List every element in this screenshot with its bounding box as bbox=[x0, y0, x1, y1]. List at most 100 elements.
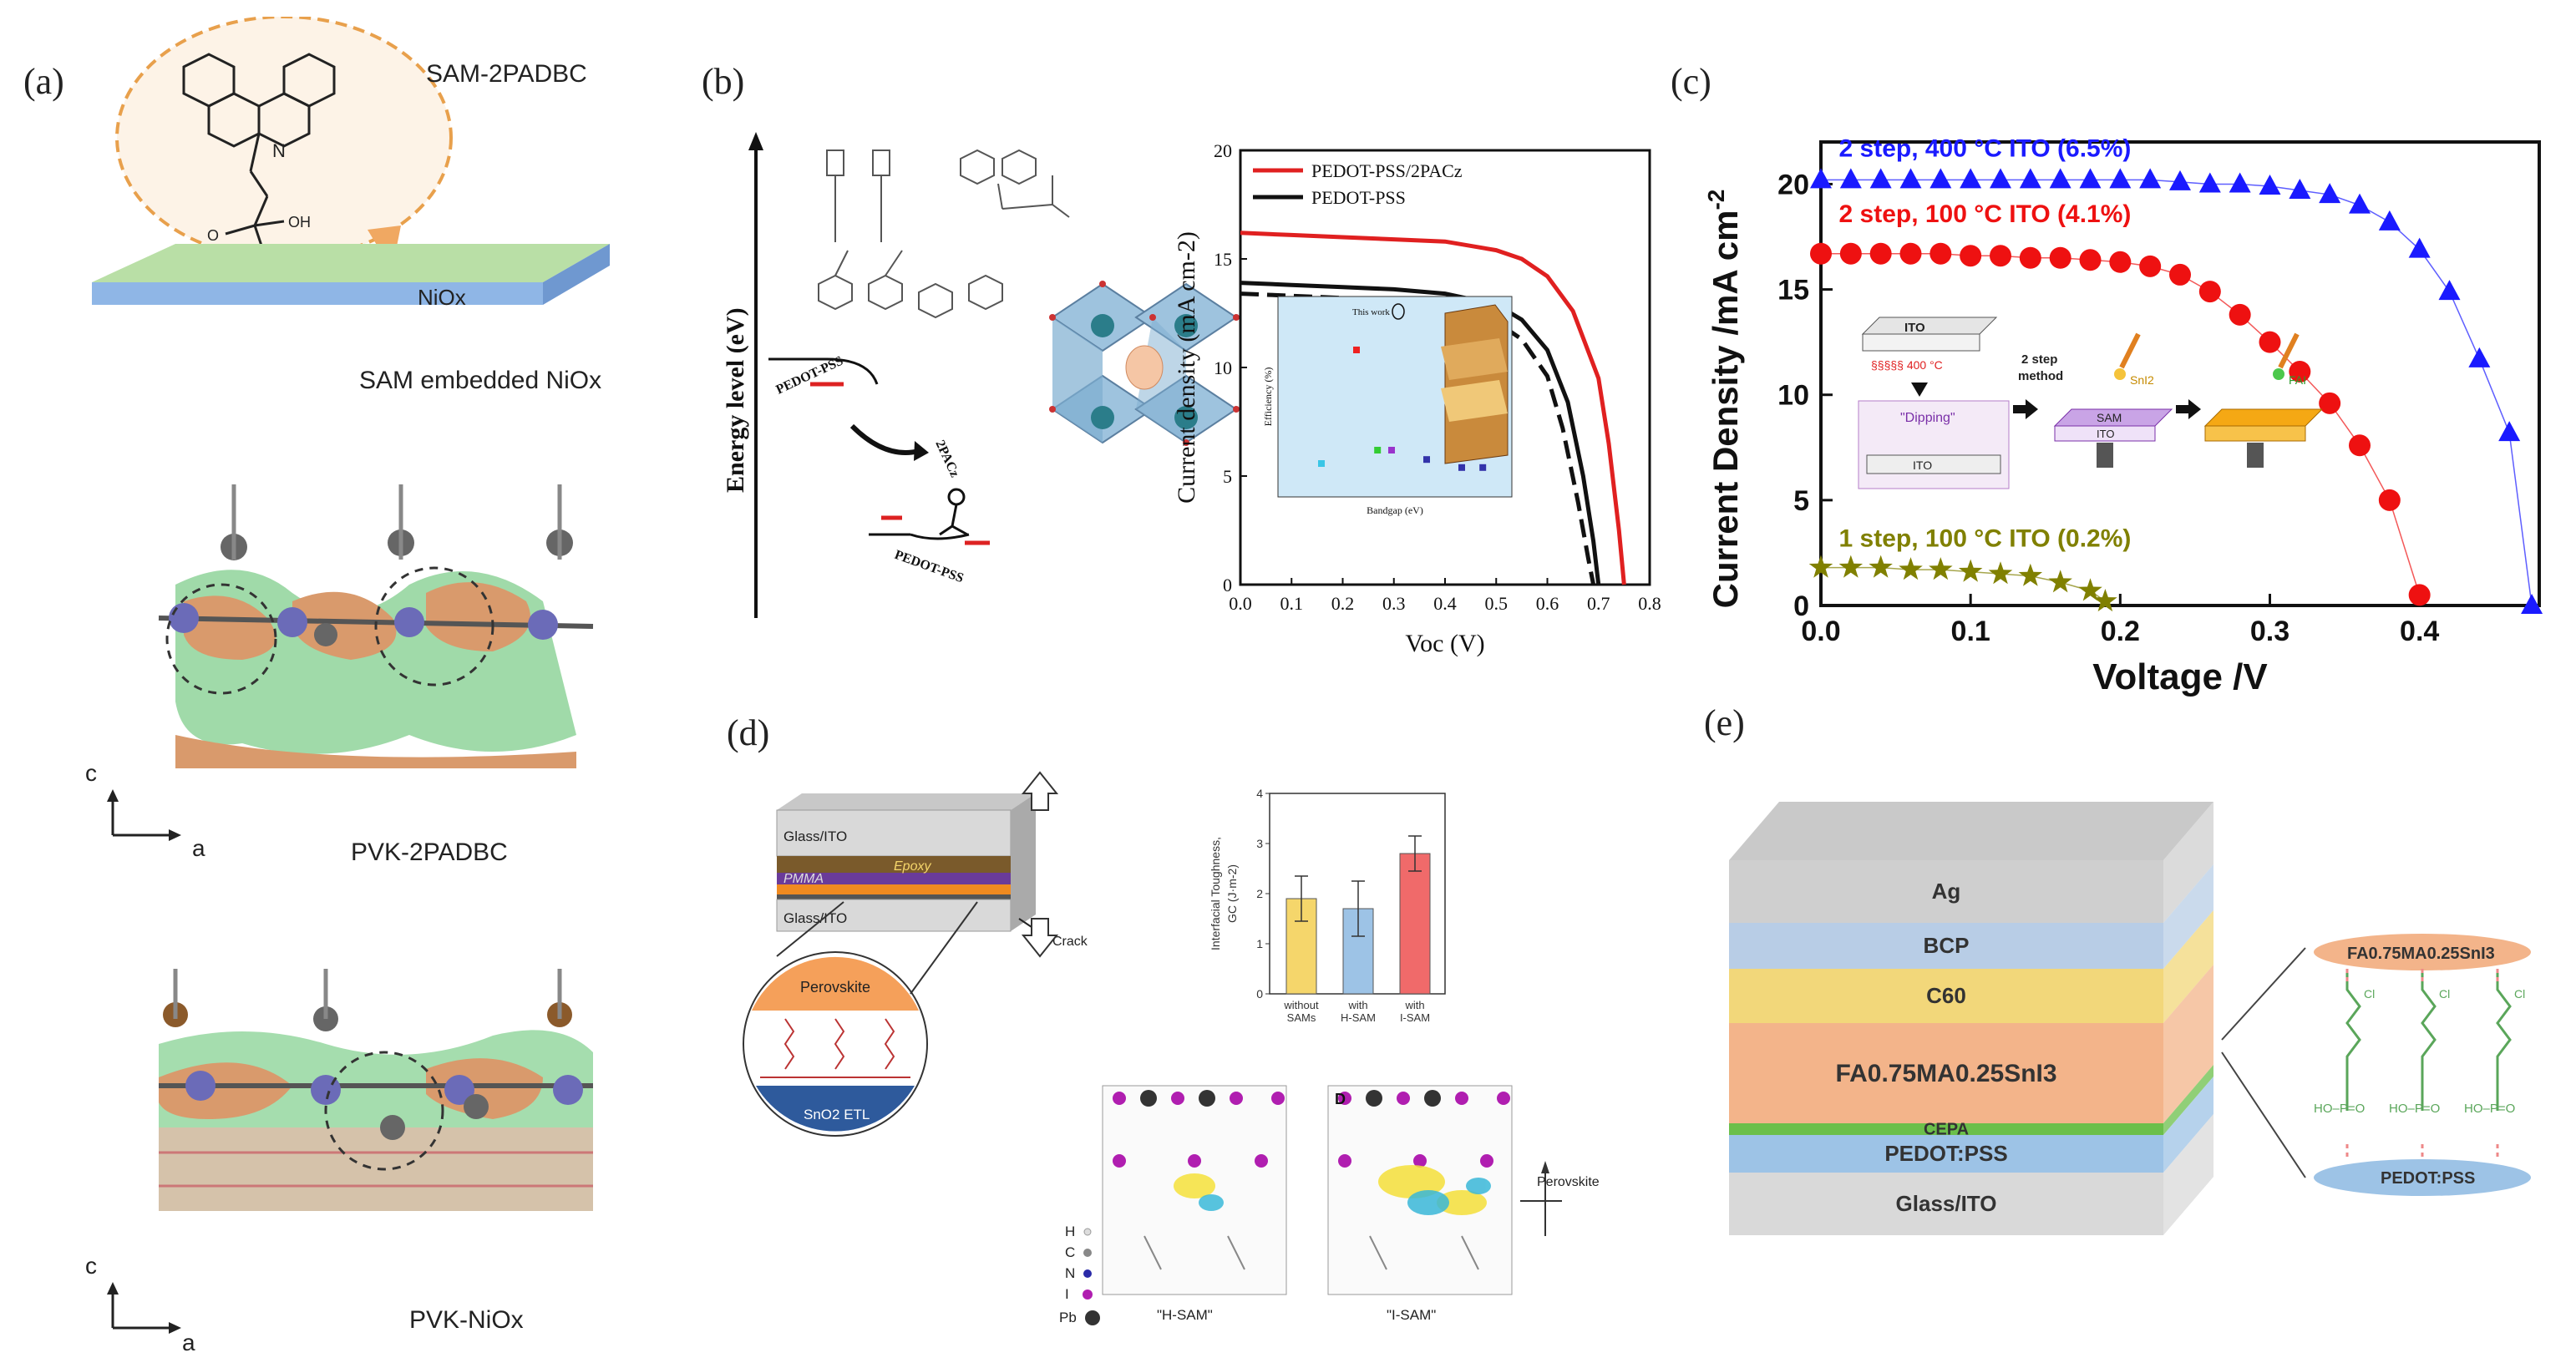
svg-text:O: O bbox=[207, 227, 219, 244]
data-point bbox=[2319, 183, 2341, 204]
x-axis-label: Voc (V) bbox=[1405, 630, 1484, 657]
layer-side-2 bbox=[2163, 910, 2213, 1023]
data-point bbox=[1839, 242, 1862, 265]
y-tick-label: 5 bbox=[1793, 485, 1809, 517]
axis-a-label-2: a bbox=[182, 1330, 195, 1353]
schematic-dipping: "Dipping" bbox=[1900, 411, 1955, 425]
data-point bbox=[2378, 210, 2401, 231]
y-tick-label: 10 bbox=[1777, 380, 1809, 412]
sam-top-surface bbox=[92, 244, 610, 282]
legend-pb: Pb bbox=[1059, 1310, 1077, 1325]
data-point bbox=[2438, 280, 2461, 301]
y-axis-label: Current density (mA cm-2) bbox=[1173, 231, 1200, 504]
y-tick-label: 20 bbox=[1214, 140, 1232, 161]
layer-label-5: PEDOT:PSS bbox=[1884, 1141, 2007, 1166]
data-point bbox=[2019, 246, 2041, 269]
layer-6 bbox=[1729, 1173, 2163, 1235]
y-tick-label: 15 bbox=[1214, 249, 1232, 270]
panel-d: Glass/ITO Epoxy PMMA Glass/ITO Crack Per… bbox=[727, 768, 1687, 1353]
axis-a-label: a bbox=[192, 835, 205, 861]
layer-label-pmma: PMMA bbox=[783, 872, 824, 886]
sam-zoom: FA0.75MA0.25SnI3 PEDOT:PSS Cl Cl Cl HO–P… bbox=[2221, 934, 2531, 1196]
sam-zoom-circle: Perovskite SnO2 ETL bbox=[743, 901, 978, 1137]
y-tick-label: 0 bbox=[1223, 575, 1232, 595]
layer-2 bbox=[1729, 969, 2163, 1023]
arrow-down-icon bbox=[1021, 918, 1059, 958]
legend-i: I bbox=[1065, 1286, 1069, 1302]
layer-side-1 bbox=[2163, 864, 2213, 969]
x-axis-label: Voltage /V bbox=[2092, 656, 2268, 697]
data-point bbox=[2378, 489, 2401, 511]
arrow-up-icon bbox=[1021, 771, 1059, 811]
inset-point bbox=[1479, 464, 1487, 471]
data-point bbox=[1838, 555, 1864, 578]
svg-text:N: N bbox=[272, 140, 286, 161]
data-point bbox=[2229, 303, 2251, 326]
y-tick-label: 0 bbox=[1793, 590, 1809, 622]
data-point bbox=[2079, 249, 2102, 271]
panel-label-e: (e) bbox=[1704, 702, 1745, 743]
x-tick-label: 0.3 bbox=[1382, 593, 1406, 614]
data-point bbox=[2109, 168, 2132, 189]
inset-y-label: Efficiency (%) bbox=[1262, 367, 1274, 427]
inset-device-layer bbox=[1441, 338, 1508, 380]
schematic-method: method bbox=[2018, 369, 2063, 383]
arrow-up-icon bbox=[107, 1282, 119, 1295]
data-point bbox=[1990, 168, 2011, 189]
y-tick-label: 20 bbox=[1777, 169, 1809, 200]
schematic-ito-3: ITO bbox=[2097, 428, 2114, 440]
data-point bbox=[2229, 172, 2251, 193]
layer-3 bbox=[1729, 1023, 2163, 1123]
data-point bbox=[1810, 168, 1832, 189]
arrow-right-icon bbox=[2176, 399, 2201, 419]
hop-label-2: HO–P=O bbox=[2389, 1102, 2440, 1116]
layer-side-5 bbox=[2163, 1077, 2213, 1173]
data-point bbox=[1810, 242, 1832, 265]
y-tick-label: 3 bbox=[1256, 837, 1263, 850]
inset-point bbox=[1374, 447, 1382, 453]
schematic-sni2: SnI2 bbox=[2130, 373, 2154, 387]
cl-label-1: Cl bbox=[2364, 987, 2375, 1001]
pvk-niox-structure bbox=[159, 969, 593, 1211]
data-point bbox=[2198, 281, 2221, 303]
device-stack: AgBCPC60FA0.75MA0.25SnI3CEPAPEDOT:PSSGla… bbox=[1729, 802, 2213, 1235]
arrow-up-icon bbox=[107, 789, 119, 802]
legend-label: PEDOT-PSS bbox=[1311, 187, 1406, 208]
layer-label-0: Ag bbox=[1932, 879, 1961, 904]
schematic-sam: SAM bbox=[2097, 411, 2122, 424]
energy-axis-label: Energy level (eV) bbox=[722, 307, 749, 493]
isam-label: "I-SAM" bbox=[1387, 1307, 1436, 1323]
data-point bbox=[2049, 168, 2071, 189]
x-tick-label: 0.1 bbox=[1280, 593, 1304, 614]
y-tick-label: 10 bbox=[1214, 357, 1232, 378]
data-point bbox=[2078, 578, 2102, 601]
arrow-icon bbox=[914, 441, 929, 461]
x-tick-label: 0.6 bbox=[1536, 593, 1559, 614]
data-point bbox=[1990, 245, 2011, 267]
inset-this-work: This work bbox=[1352, 307, 1390, 317]
inset-point bbox=[1458, 464, 1465, 471]
data-point bbox=[2019, 168, 2041, 189]
panel-a: N OH OH O SAM-2PADBC NiOx SAM embedded N… bbox=[75, 15, 660, 1355]
data-point bbox=[2169, 170, 2191, 190]
series-line-0 bbox=[1240, 231, 1626, 585]
layer-label-glass-bottom: Glass/ITO bbox=[783, 910, 847, 926]
data-point bbox=[2349, 434, 2371, 457]
d-letter: D bbox=[1335, 1091, 1346, 1107]
inset-point bbox=[1353, 347, 1360, 353]
annotation-0: 2 step, 400 °C ITO (6.5%) bbox=[1839, 135, 2132, 163]
layer-side-4 bbox=[2163, 1065, 2213, 1135]
legend-n: N bbox=[1065, 1265, 1075, 1281]
layer-label-epoxy: Epoxy bbox=[894, 859, 931, 874]
data-point bbox=[1929, 557, 1953, 580]
x-tick-label: 0.0 bbox=[1801, 616, 1840, 647]
chart-c-schematic: ITO §§§§§ 400 °C "Dipping" ITO 2 step me… bbox=[1854, 301, 2324, 493]
y-tick-label: 5 bbox=[1223, 466, 1232, 487]
y-axis-label-1: Interfacial Toughness, bbox=[1209, 837, 1222, 950]
x-tick-label: 0.5 bbox=[1485, 593, 1509, 614]
y-axis-label: Current Density /mA cm-2 bbox=[1703, 190, 1745, 609]
x-tick-label: 0.1 bbox=[1951, 616, 1990, 647]
